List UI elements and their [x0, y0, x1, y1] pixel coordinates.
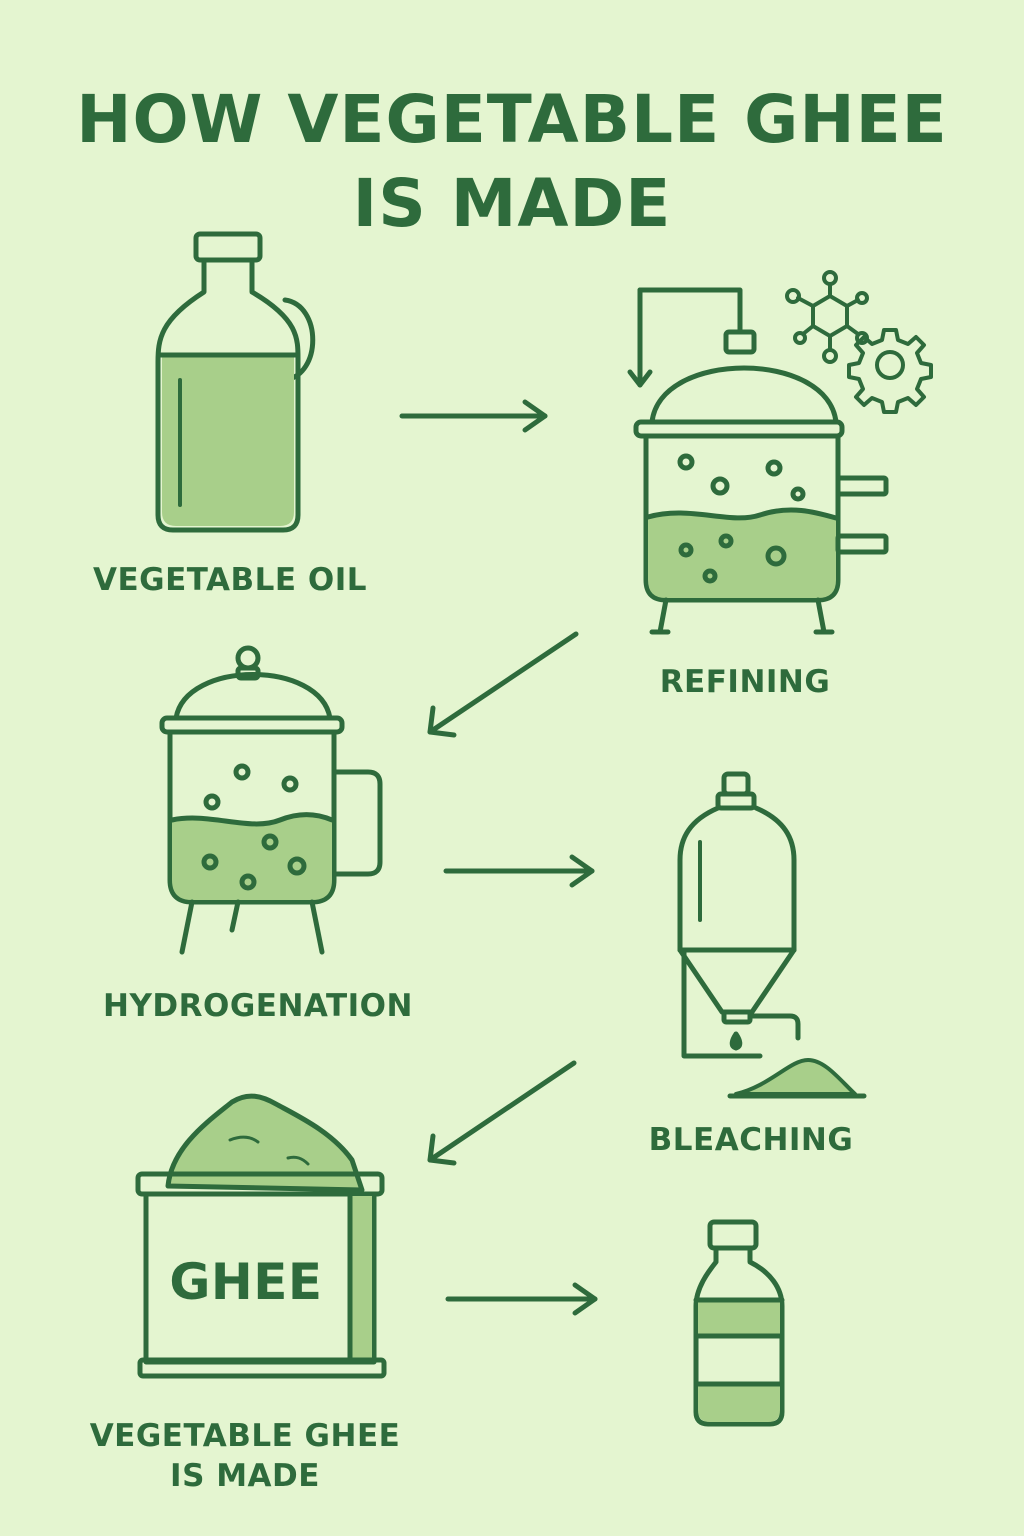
- bleaching-tank-icon: [677, 771, 867, 1099]
- step-label-bleaching: BLEACHING: [648, 1122, 854, 1158]
- refining-tank-icon: [627, 270, 933, 635]
- title-line-2: IS MADE: [352, 165, 672, 242]
- ghee-tin-label: GHEE: [169, 1253, 323, 1311]
- hydrogenation-kettle-icon: [159, 645, 383, 955]
- step-label-hydrogenation: HYDROGENATION: [103, 988, 413, 1024]
- page-title: HOW VEGETABLE GHEE IS MADE: [0, 78, 1024, 246]
- step-label-vegetable-ghee-line-2: IS MADE: [170, 1458, 320, 1494]
- arrow-oil-to-refining: [399, 399, 548, 433]
- step-label-vegetable-oil: VEGETABLE OIL: [92, 562, 367, 598]
- step-label-refining: REFINING: [659, 664, 831, 700]
- gear-icon: [847, 328, 933, 414]
- arrow-hydrogenation-to-bleaching: [443, 854, 595, 888]
- molecule-icon: [785, 270, 869, 364]
- ghee-tin-icon: [135, 1093, 387, 1379]
- oil-jug-icon: [155, 231, 316, 533]
- arrow-ghee-to-bottle: [445, 1282, 598, 1316]
- ghee-bottle-icon: [693, 1219, 785, 1427]
- arrow-bleaching-to-ghee: [427, 1060, 577, 1166]
- step-label-vegetable-ghee-line-1: VEGETABLE GHEE: [89, 1418, 401, 1454]
- title-line-1: HOW VEGETABLE GHEE: [76, 81, 948, 158]
- arrow-refining-to-hydrogenation: [427, 631, 579, 738]
- step-label-vegetable-ghee: VEGETABLE GHEE IS MADE: [40, 1416, 450, 1496]
